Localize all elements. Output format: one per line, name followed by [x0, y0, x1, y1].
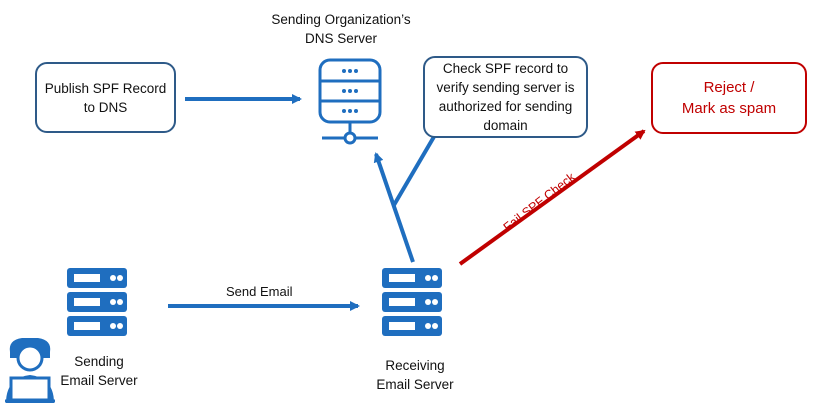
server-rack-icon [67, 268, 127, 336]
database-server-icon [318, 58, 382, 145]
send-email-label: Send Email [226, 284, 293, 299]
server-rack-icon [382, 268, 442, 336]
user-at-laptop-icon [5, 338, 55, 403]
publish-spf-box: Publish SPF Record to DNS [35, 62, 176, 133]
receiving-server-label: Receiving Email Server [376, 358, 454, 392]
arrow-fail-to-reject [458, 129, 646, 266]
check-spf-callout: Check SPF record to verify sending serve… [423, 56, 588, 138]
check-spf-label: Check SPF record to verify sending serve… [436, 61, 575, 133]
sending-server-label: Sending Email Server [60, 354, 138, 388]
dns-server-label: Sending Organization’s DNS Server [271, 12, 411, 46]
publish-spf-label: Publish SPF Record to DNS [44, 80, 167, 115]
arrow-receiving-to-dns [373, 152, 415, 263]
reject-box: Reject / Mark as spam [651, 62, 807, 134]
reject-label: Reject / Mark as spam [681, 79, 777, 117]
callout-connector [392, 133, 437, 207]
